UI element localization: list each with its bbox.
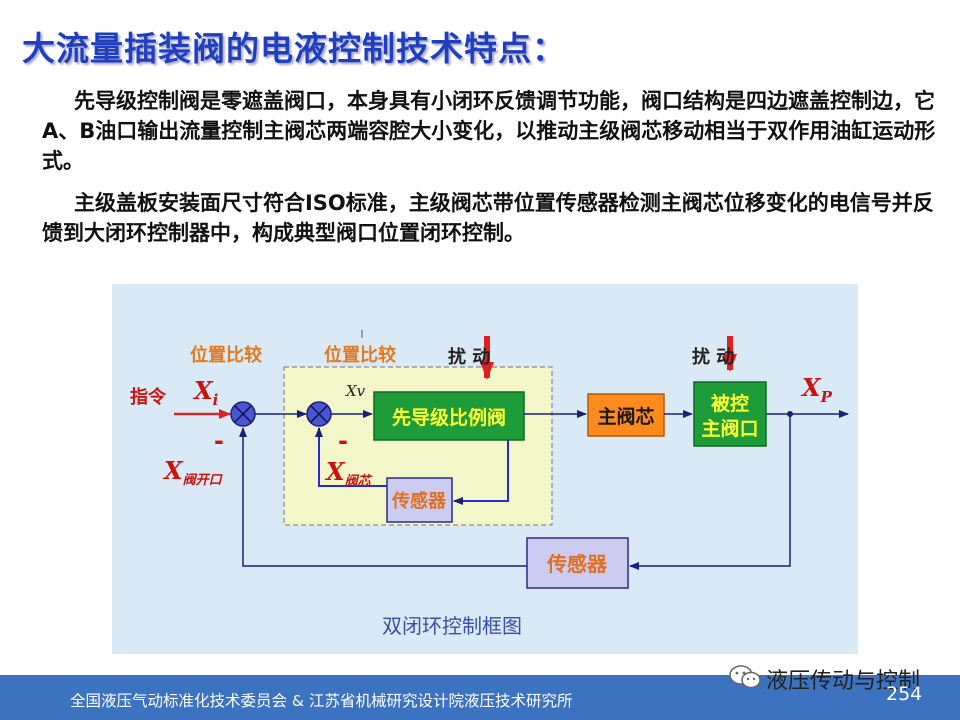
block-controlled-port: [693, 381, 767, 447]
minus-sign-inner: -: [338, 427, 348, 455]
outer-feedback-line-out: [239, 427, 527, 567]
symbol-xi: Xi: [192, 376, 219, 409]
block-sensor-outer: [526, 537, 629, 589]
block-controlled-label-1: 被控: [711, 392, 749, 415]
diagram-canvas: 先导级比例阀 主阀芯 被控 主阀口 传感器 传感器 位置比较 位置比较 扰: [130, 330, 849, 638]
footer-organizations: 全国液压气动标准化技术委员会 & 江苏省机械研究设计院液压技术研究所: [70, 692, 573, 710]
label-compare-1: 位置比较: [190, 344, 262, 366]
summing-junction-outer: [230, 401, 256, 427]
paragraph-main-stage: 主级盖板安装面尺寸符合ISO标准，主级阀芯带位置传感器检测主阀芯位移变化的电信号…: [42, 191, 934, 245]
label-disturbance-1: 扰 动: [448, 346, 490, 368]
block-main-spool: [587, 393, 665, 437]
block-sensor-inner-label: 传感器: [391, 490, 447, 512]
symbol-xv: Xv: [345, 382, 366, 400]
double-closed-loop-diagram: 先导级比例阀 主阀芯 被控 主阀口 传感器 传感器 位置比较 位置比较 扰: [112, 284, 858, 654]
inner-feedback-line-out: [315, 427, 387, 487]
slide-title: 大流量插装阀的电液控制技术特点：: [22, 29, 566, 68]
watermark: 液压传动与控制: [728, 662, 960, 694]
label-command: 指令: [130, 386, 167, 408]
block-sensor-outer-label: 传感器: [546, 552, 608, 576]
outer-feedback-line-in: [629, 414, 791, 570]
label-disturbance-2: 扰 动: [692, 346, 734, 368]
summing-junction-inner: [306, 401, 332, 427]
block-sensor-inner: [386, 477, 453, 523]
watermark-text: 液压传动与控制: [766, 669, 921, 694]
block-controlled-label-2: 主阀口: [701, 417, 758, 440]
diagram-caption: 双闭环控制框图: [382, 614, 522, 638]
symbol-x-valve-opening: X阀开口: [162, 456, 224, 488]
inner-feedback-line-in: [453, 440, 509, 505]
label-compare-2: 位置比较: [324, 344, 396, 366]
symbol-x-spool: X阀芯: [324, 457, 373, 489]
block-pilot-valve: [373, 391, 525, 441]
symbol-xp: XP: [800, 373, 833, 406]
minus-sign-outer: -: [214, 427, 224, 455]
paragraph-pilot-valve: 先导级控制阀是零遮盖阀口，本身具有小闭环反馈调节功能，阀口结构是四边遮盖控制边，…: [42, 89, 936, 173]
footer-bar: 全国液压气动标准化技术委员会 & 江苏省机械研究设计院液压技术研究所: [0, 675, 960, 720]
page-number: 254: [886, 683, 923, 705]
block-pilot-valve-label: 先导级比例阀: [392, 406, 506, 429]
block-main-spool-label: 主阀芯: [597, 405, 654, 428]
wechat-icon: [729, 665, 761, 689]
